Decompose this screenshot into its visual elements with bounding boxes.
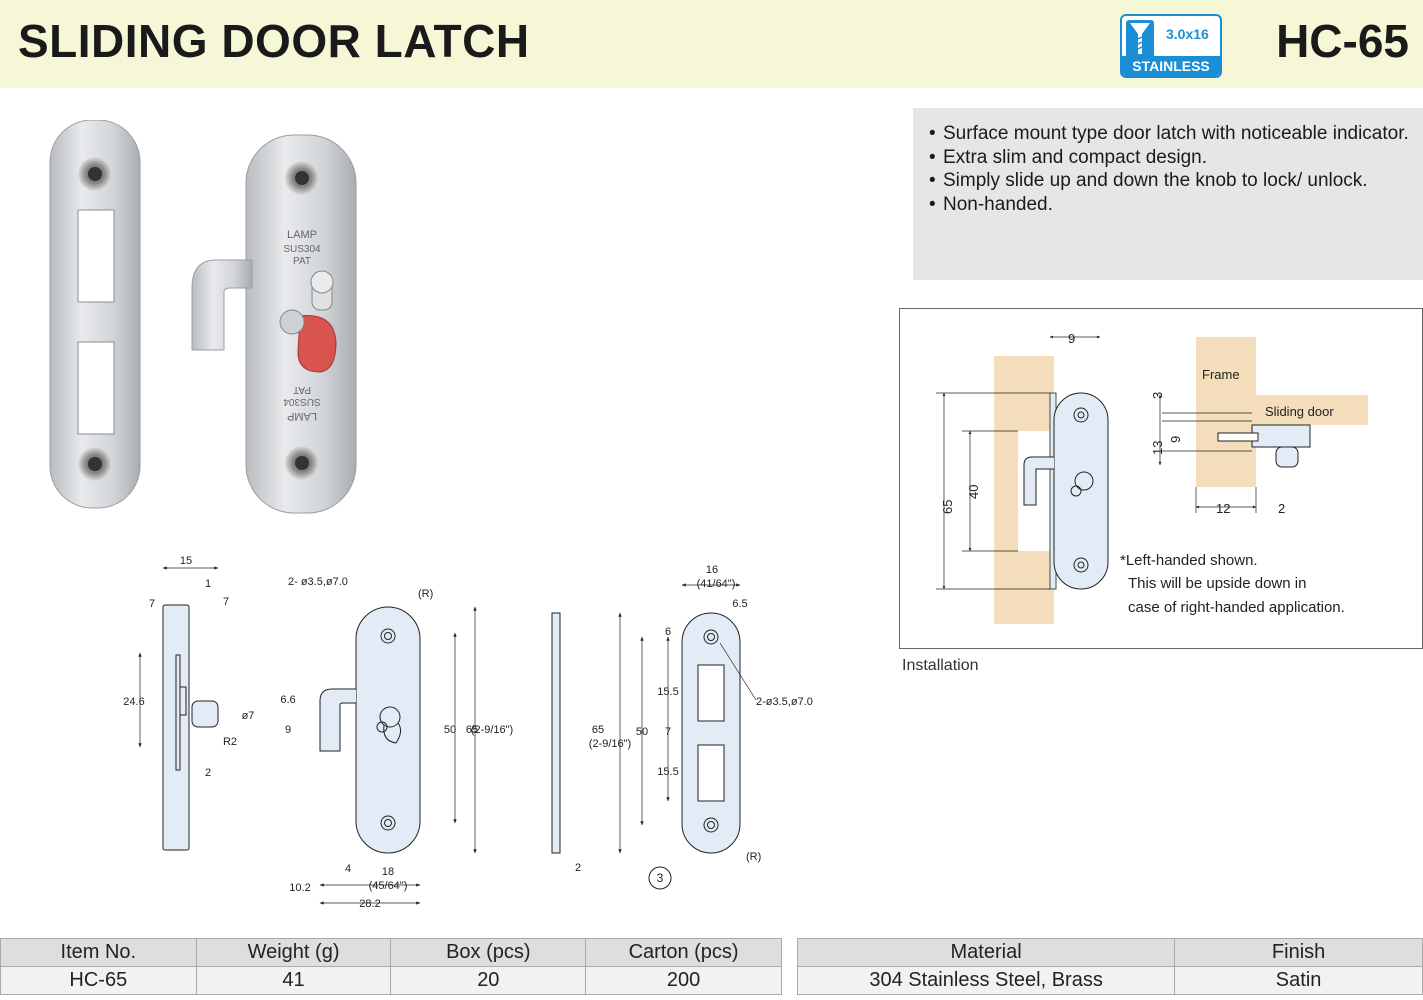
table-cell: 200 xyxy=(585,966,782,995)
dimension-drawings: 15 7 1 7 24.6 ø7 R2 2 2- ø3.5,ø7.0 (R) 6… xyxy=(123,555,813,910)
dim-front-282: 28.2 xyxy=(359,898,380,910)
engraving-brand: LAMP xyxy=(287,229,317,241)
dim-strike-155a: 15.5 xyxy=(657,686,678,698)
table-header: Finish xyxy=(1174,938,1423,967)
installation-caption: Installation xyxy=(902,657,979,674)
table-cell: 20 xyxy=(390,966,587,995)
install-dim-40: 40 xyxy=(966,485,981,499)
install-note-line: case of right-handed application. xyxy=(1128,599,1345,616)
product-photo: LAMP SUS304 PAT LAMP SUS304 PAT xyxy=(49,120,357,514)
table-header: Carton (pcs) xyxy=(585,938,782,967)
table-header: Material xyxy=(796,938,1176,967)
dim-side-thickness: 2 xyxy=(205,767,211,779)
header-band: SLIDING DOOR LATCH 3.0x16 STAINLESS HC-6… xyxy=(0,0,1423,88)
screw-material: STAINLESS xyxy=(1122,56,1220,76)
dim-front-50: 50 xyxy=(444,724,456,736)
screw-size: 3.0x16 xyxy=(1166,26,1209,42)
dim-front-radius: (R) xyxy=(418,588,433,600)
table-header: Box (pcs) xyxy=(390,938,587,967)
dim-strike-65-inch: (2-9/16") xyxy=(589,738,631,750)
dim-front-holes: 2- ø3.5,ø7.0 xyxy=(288,576,348,588)
table-cell: 41 xyxy=(195,966,392,995)
table-header: Item No. xyxy=(0,938,197,967)
dim-side-1: 1 xyxy=(205,578,211,590)
page-title: SLIDING DOOR LATCH xyxy=(18,15,530,67)
dim-strike-16-inch: (41/64") xyxy=(697,578,736,590)
feature-item: Simply slide up and down the knob to loc… xyxy=(929,169,1413,193)
stainless-screw-badge: 3.0x16 STAINLESS xyxy=(1120,14,1222,78)
spec-table-product: Item No. Weight (g) Box (pcs) Carton (pc… xyxy=(0,938,782,995)
dim-front-18-inch: (45/64") xyxy=(369,880,408,892)
dim-strike-6: 6 xyxy=(665,626,671,638)
dim-side-width: 15 xyxy=(180,555,192,567)
dim-strike-65: 6.5 xyxy=(732,598,747,610)
feature-item: Non-handed. xyxy=(929,193,1413,217)
installation-diagram: 9 65 40 Frame Sliding door 3 13 9 12 2 *… xyxy=(899,308,1423,649)
dim-side-height: 24.6 xyxy=(123,696,144,708)
install-note-line: *Left-handed shown. xyxy=(1120,552,1258,569)
table-cell: 304 Stainless Steel, Brass xyxy=(796,966,1176,995)
dim-side-r2: R2 xyxy=(223,736,237,748)
engraving-patent: PAT xyxy=(293,256,311,267)
features-box: Surface mount type door latch with notic… xyxy=(913,108,1423,280)
dim-strike-side-thickness: 2 xyxy=(575,862,581,874)
strike-callout-number: 3 xyxy=(657,871,664,885)
engraving-patent-inverted: PAT xyxy=(293,384,311,395)
table-cell: HC-65 xyxy=(0,966,197,995)
dim-side-7b: 7 xyxy=(223,596,229,608)
feature-item: Extra slim and compact design. xyxy=(929,146,1413,170)
dim-strike-radius: (R) xyxy=(746,851,761,863)
strike-plate xyxy=(49,120,141,509)
install-dim-9: 9 xyxy=(1068,331,1075,346)
dim-front-65: 65 xyxy=(466,724,478,736)
dim-front-66: 6.6 xyxy=(280,694,295,706)
screw-icon xyxy=(1126,20,1154,58)
engraving-material: SUS304 xyxy=(283,244,321,255)
feature-item: Surface mount type door latch with notic… xyxy=(929,122,1413,146)
engraving-brand-inverted: LAMP xyxy=(287,410,317,422)
dim-strike-155b: 15.5 xyxy=(657,766,678,778)
dim-front-18: 18 xyxy=(382,866,394,878)
dim-strike-16: 16 xyxy=(706,564,718,576)
install-dim-65: 65 xyxy=(940,500,955,514)
install-frame-label: Frame xyxy=(1202,367,1240,382)
dim-front-65-inch: (2-9/16") xyxy=(471,724,513,736)
dim-front-9: 9 xyxy=(285,724,291,736)
model-number: HC-65 xyxy=(1276,15,1409,67)
spec-table-material: Material Finish 304 Stainless Steel, Bra… xyxy=(796,938,1423,995)
dim-strike-65: 65 xyxy=(592,724,604,736)
table-cell: Satin xyxy=(1174,966,1423,995)
install-dim-13: 13 xyxy=(1150,441,1165,455)
latch-hook xyxy=(191,259,253,351)
install-door-label: Sliding door xyxy=(1265,404,1334,419)
install-dim-3: 3 xyxy=(1150,392,1165,399)
indicator-red xyxy=(297,315,337,373)
install-note-line: This will be upside down in xyxy=(1128,575,1306,592)
dim-strike-holes: 2-ø3.5,ø7.0 xyxy=(756,696,813,708)
dim-strike-50: 50 xyxy=(636,726,648,738)
dim-front-4: 4 xyxy=(345,863,351,875)
dim-strike-7: 7 xyxy=(665,726,671,738)
dim-side-knob: ø7 xyxy=(242,710,255,722)
install-dim-12: 12 xyxy=(1216,501,1230,516)
install-dim-2: 2 xyxy=(1278,501,1285,516)
install-dim-9b: 9 xyxy=(1168,436,1183,443)
dim-side-7a: 7 xyxy=(149,598,155,610)
table-header: Weight (g) xyxy=(195,938,392,967)
dim-front-102: 10.2 xyxy=(289,882,310,894)
engraving-material-inverted: SUS304 xyxy=(283,396,321,407)
